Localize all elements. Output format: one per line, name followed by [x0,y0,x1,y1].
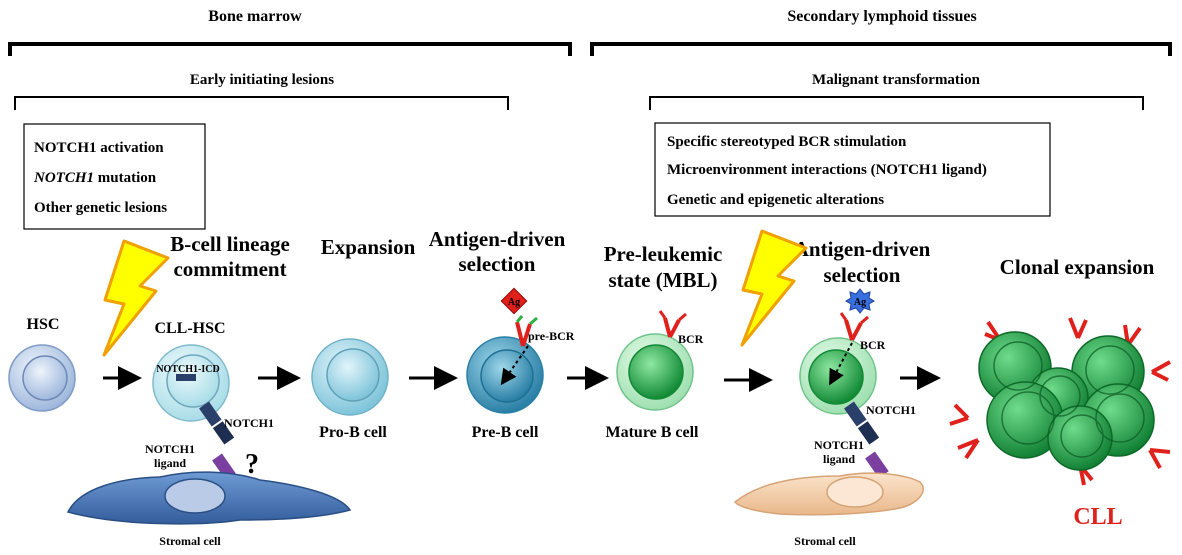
notch1-activation-text: NOTCH1 activation [34,140,164,156]
stromal-cell-right-nucleus [826,476,884,508]
cll-nuclei [993,341,1145,458]
antigen-star-2 [845,288,875,314]
notch1-ligand-right-label-b: ligand [823,452,855,466]
notch1-icd-marker [176,374,196,381]
malignant-transformation-bracket [649,96,1144,110]
pro-b-cell [311,338,389,416]
notch1-ligand-right [865,451,889,479]
preleukemic-label-b: state (MBL) [608,268,717,292]
stromal-cell-right-label: Stromal cell [794,534,856,548]
antigen-diamond-1 [500,287,528,315]
notch1-ligand-right-label-a: NOTCH1 [814,438,864,452]
bcr-receptor-selection [839,312,869,341]
lightning-bolt-icon-2 [740,229,808,347]
pre-bcr-receptor [515,315,538,347]
microenvironment-text: Microenvironment interactions (NOTCH1 li… [667,162,987,178]
stromal-cell-left-nucleus [164,478,226,514]
malignant-transformation-box [654,122,1051,217]
bone-marrow-heading: Bone marrow [208,8,302,25]
bcr-receptor-mature [658,310,687,338]
notch1-label-left: NOTCH1 [224,416,274,430]
notch1-label-right: NOTCH1 [866,403,916,417]
pre-bcr-label: pre-BCR [528,329,575,343]
bcell-commitment-label-1: B-cell lineage [170,232,290,256]
hsc-cell [8,344,76,412]
early-lesions-heading: Early initiating lesions [190,72,334,88]
notch1-ligand-left-label-b: ligand [154,456,186,470]
expansion-label: Expansion [321,235,416,259]
pre-b-cell [466,336,544,414]
notch1-icd-label: NOTCH1-ICD [156,364,219,375]
malignant-transformation-heading: Malignant transformation [812,72,981,88]
antigen-label-2: Ag [854,297,866,308]
notch1-receptor-left [199,401,235,445]
cll-hsc-cell [152,344,230,422]
selection-signal-arrow [829,342,853,386]
hsc-label: HSC [27,316,60,333]
lightning-bolt-icon-1 [102,239,170,357]
genetic-epigenetic-text: Genetic and epigenetic alterations [667,192,884,208]
antigen-selection-1-label-b: selection [459,252,536,276]
secondary-lymphoid-heading: Secondary lymphoid tissues [787,8,976,25]
stromal-cell-left-label: Stromal cell [159,534,221,548]
pre-b-label: Pre-B cell [472,424,539,441]
mature-b-label: Mature B cell [605,424,699,441]
mature-b-cell [616,333,694,411]
other-genetic-lesions-text: Other genetic lesions [34,200,167,216]
mutation-word: mutation [94,170,157,186]
pro-b-label: Pro-B cell [319,424,387,441]
preleukemic-label-a: Pre-leukemic [604,242,723,266]
cll-label: CLL [1073,504,1122,530]
cll-hsc-label: CLL-HSC [154,320,225,337]
question-mark: ? [245,449,259,480]
secondary-lymphoid-bracket [590,42,1172,56]
antigen-label-1: Ag [508,297,520,308]
pre-b-signal-arrow [500,345,529,386]
antigen-selection-2-label-a: Antigen-driven [794,237,931,261]
bcell-commitment-label-2: commitment [173,257,286,281]
notch1-gene-italic: NOTCH1 [33,170,94,186]
notch1-ligand-left-label-a: NOTCH1 [145,442,195,456]
bone-marrow-bracket [8,42,572,56]
clonal-expansion-label: Clonal expansion [1000,255,1155,279]
antigen-selection-2-label-b: selection [824,263,901,287]
bcr-label-mature: BCR [678,332,704,346]
bcr-label-selection: BCR [860,338,886,352]
notch1-mutation-text: NOTCH1 mutation [33,170,157,186]
bcr-stimulation-text: Specific stereotyped BCR stimulation [667,134,907,150]
cll-clone-cluster [949,317,1171,486]
antigen-selection-1-label-a: Antigen-driven [429,227,566,251]
notch1-receptor-right [844,401,880,445]
early-lesions-box [23,123,206,230]
early-lesions-bracket [14,96,509,110]
